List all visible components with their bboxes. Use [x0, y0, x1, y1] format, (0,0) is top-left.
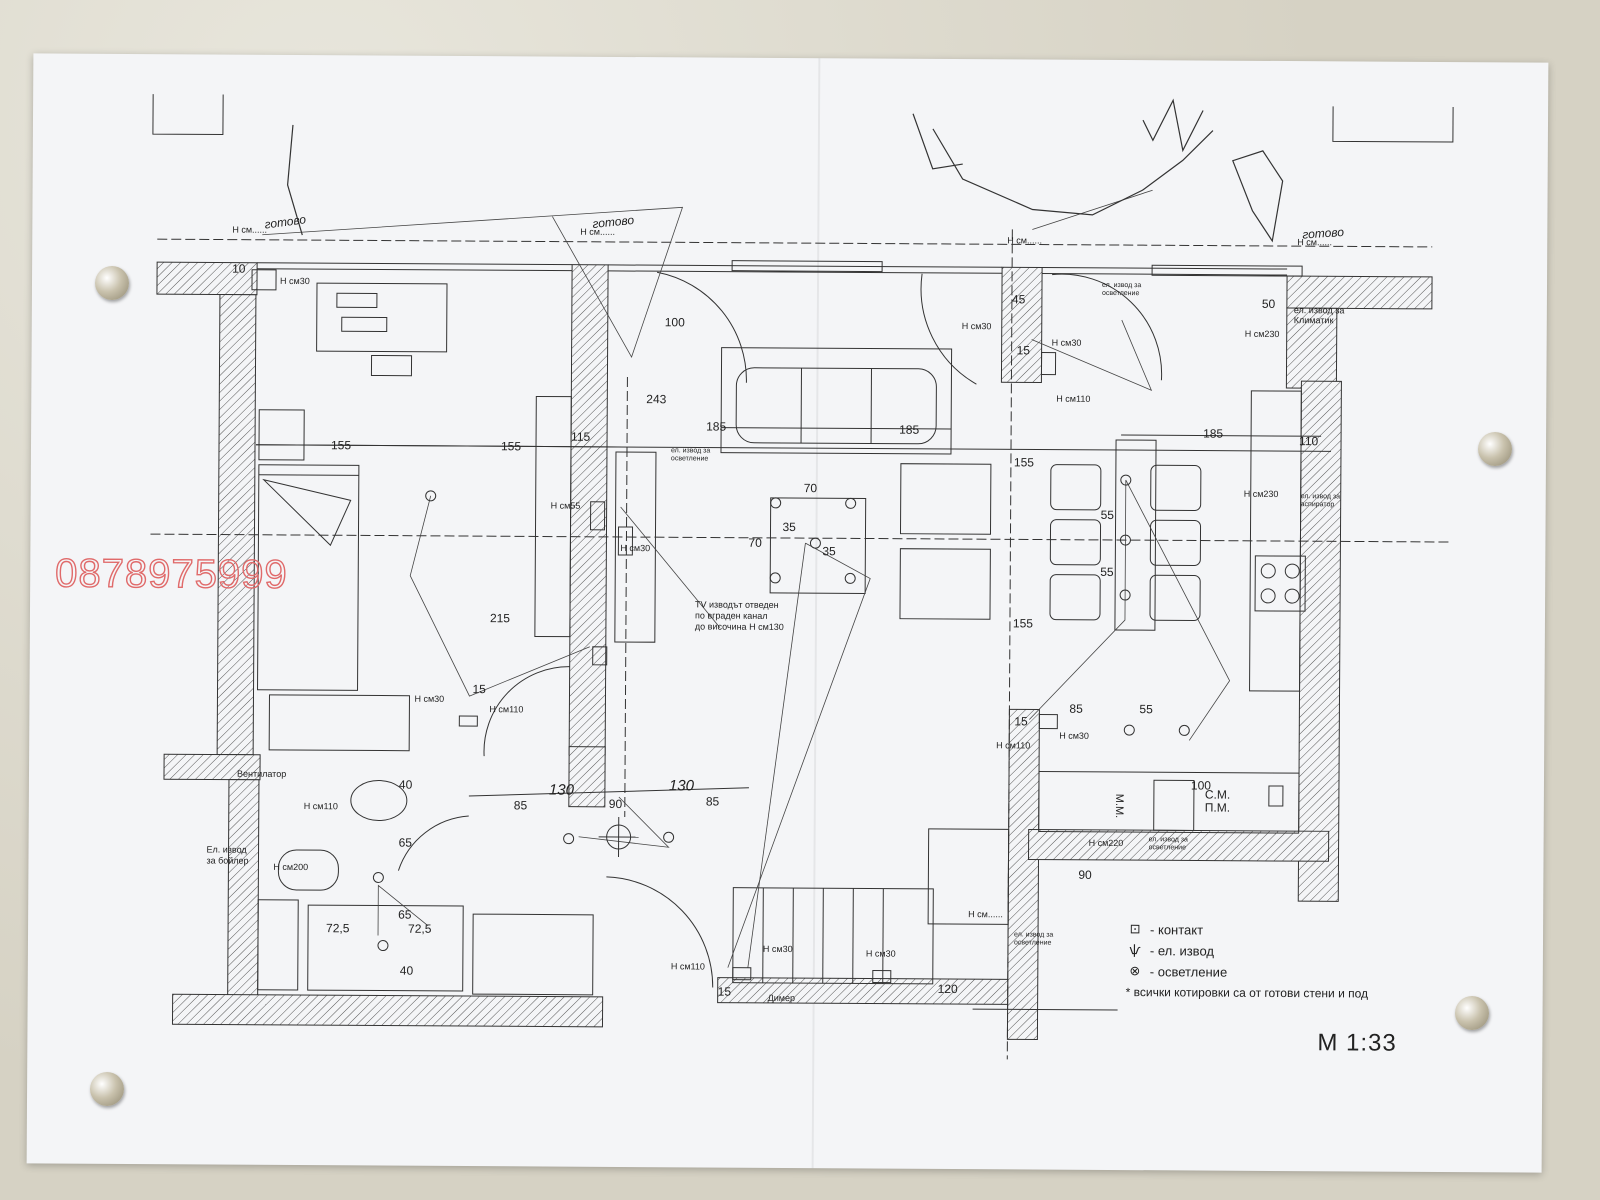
height-annotation: H см110 [489, 704, 524, 715]
dim-label: 50 [1261, 296, 1276, 311]
dim-label: 40 [399, 963, 414, 978]
dim-label: 130 [548, 781, 574, 799]
dim-label: 215 [489, 611, 511, 626]
pushpin-icon [1455, 996, 1489, 1030]
dim-label: 15 [1016, 343, 1031, 358]
washer-dryer-label: С.М. П.М. [1204, 787, 1231, 815]
height-annotation: H см30 [1051, 337, 1082, 348]
height-annotation: H см...... [1007, 235, 1043, 246]
floor-plan-sheet: 10 100 243 155 155 115 185 185 185 155 1… [26, 53, 1549, 1173]
dim-label: 185 [706, 419, 727, 434]
dim-label: 65 [398, 835, 412, 850]
kitchen-outlet-label: ел. извод за осветление [1148, 836, 1188, 852]
height-annotation: H см30 [620, 542, 651, 554]
lighting-outlet-label: ел. извод за осветление [1013, 931, 1054, 947]
dim-label: 90 [608, 796, 623, 811]
scale-label: М 1:33 [1317, 1029, 1397, 1057]
dim-label: 15 [472, 682, 486, 697]
dim-label: 120 [937, 981, 958, 997]
legend-item-contact: ⊡- контакт [1126, 922, 1368, 938]
dim-label: 155 [1013, 455, 1034, 470]
dim-label: 155 [330, 438, 352, 453]
dim-label: 15 [717, 984, 732, 999]
height-annotation: H см30 [414, 693, 445, 704]
handwritten-note: готово [1301, 224, 1345, 242]
dishwasher-label: М.М. [1112, 793, 1126, 819]
height-annotation: H см230 [1244, 328, 1280, 339]
dim-label: 185 [899, 422, 920, 437]
lighting-outlet-label: ел. извод за осветление [670, 447, 711, 463]
dim-label: 40 [398, 777, 413, 792]
dim-label: 65 [398, 907, 412, 922]
dim-label: 70 [803, 481, 818, 496]
tv-note: TV изводът отведен по вграден канал до в… [694, 599, 784, 632]
dim-label: 110 [1299, 434, 1319, 449]
height-annotation: H см30 [1059, 730, 1089, 741]
dim-label: 35 [782, 519, 796, 535]
dim-label: 35 [822, 544, 836, 559]
light-icon: ⊗ [1129, 964, 1141, 980]
legend: ⊡- контакт ѱ- ел. извод ⊗- осветление * … [1126, 922, 1369, 1006]
dim-label: 55 [1100, 507, 1115, 522]
legend-item-lighting: ⊗- осветление [1126, 964, 1368, 980]
dim-label: 85 [513, 798, 528, 813]
height-annotation: H см110 [996, 740, 1031, 751]
dim-label: 15 [1014, 714, 1028, 729]
corner-mark-right [1332, 106, 1454, 143]
boiler-label: Ел. извод за бойлер [206, 844, 249, 866]
height-annotation: H см110 [1056, 393, 1091, 404]
dim-label: 130 [668, 777, 695, 795]
dim-label: 72,5 [326, 921, 350, 936]
walls [156, 261, 1433, 1041]
dimmer-label: Димер [767, 992, 796, 1004]
outlet-icon: ѱ [1129, 943, 1141, 959]
height-annotation: H см30 [865, 948, 896, 959]
dim-label: 10 [232, 261, 246, 276]
dim-label: 85 [705, 794, 720, 809]
corner-mark-left [152, 94, 224, 136]
pushpin-icon [1478, 432, 1512, 466]
phone-watermark: 0878975999 [54, 551, 288, 598]
legend-item-outlet: ѱ- ел. извод [1126, 943, 1368, 959]
dim-label: 155 [1012, 616, 1034, 631]
dim-label: 185 [1203, 426, 1224, 441]
dim-label: 155 [500, 439, 522, 454]
dim-label: 90 [1078, 867, 1092, 882]
dim-label: 55 [1139, 702, 1153, 717]
height-annotation: H см220 [1088, 837, 1124, 849]
dim-label: 85 [1069, 701, 1083, 716]
height-annotation: H см110 [670, 961, 705, 972]
dim-label: 72,5 [408, 921, 432, 936]
dim-label: 115 [571, 429, 591, 444]
height-annotation: H см30 [279, 275, 310, 287]
height-annotation: H см55 [550, 500, 581, 511]
dim-label: 45 [1011, 292, 1026, 307]
height-annotation: H см...... [232, 224, 268, 235]
height-annotation: H см30 [961, 321, 992, 332]
dim-label: 55 [1100, 564, 1114, 579]
floor-plan-drawing [150, 94, 1454, 1060]
dim-label: 243 [646, 392, 667, 407]
socket-icon: ⊡ [1129, 922, 1141, 938]
height-annotation: H см110 [303, 801, 338, 812]
height-annotation: H см30 [762, 943, 793, 955]
height-annotation: H см200 [273, 861, 309, 873]
hood-outlet-label: ел. извод за аспиратор [1300, 493, 1341, 509]
height-annotation: H см230 [1243, 488, 1279, 499]
dim-label: 70 [748, 535, 762, 550]
lighting-outlet-label: ел. извод за осветление [1101, 281, 1142, 297]
ventilator-label: Вентилатор [236, 768, 287, 779]
dim-label: 100 [664, 315, 685, 330]
pushpin-icon [95, 266, 129, 300]
height-annotation: H см...... [968, 909, 1003, 920]
pushpin-icon [90, 1072, 124, 1106]
aircon-outlet-label: ел. извод за Климатик [1293, 305, 1345, 326]
legend-note: * всички котировки са от готови стени и … [1125, 985, 1369, 1001]
